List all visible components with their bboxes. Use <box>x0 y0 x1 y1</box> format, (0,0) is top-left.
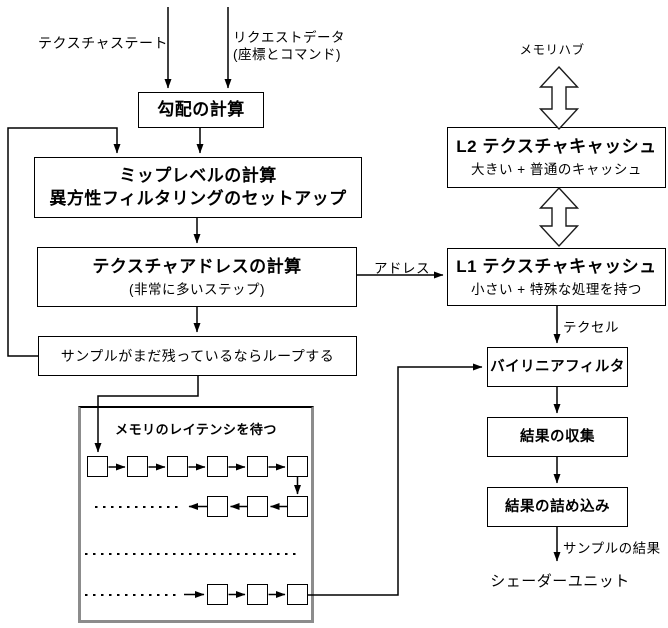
result-collect-box: 結果の収集 <box>487 417 628 457</box>
result-pack-label: 結果の詰め込み <box>505 498 610 515</box>
bilinear-filter-label: バイリニアフィルタ <box>490 358 625 375</box>
l1-texture-cache-box: L1 テクスチャキャッシュ 小さい + 特殊な処理を持つ <box>447 248 666 306</box>
mip-level-label-line2: 異方性フィルタリングのセットアップ <box>49 188 347 208</box>
fifo-square <box>247 456 268 477</box>
fifo-square <box>287 584 308 605</box>
sample-result-edge-label: サンプルの結果 <box>563 541 661 556</box>
l1-cache-subtitle: 小さい + 特殊な処理を持つ <box>471 281 642 297</box>
request-data-label-line2: (座標とコマンド) <box>233 47 341 62</box>
l2-texture-cache-box: L2 テクスチャキャッシュ 大きい + 普通のキャッシュ <box>447 127 666 188</box>
l2-cache-subtitle: 大きい + 普通のキャッシュ <box>471 162 642 178</box>
double-arrow-l2-l1 <box>538 186 580 248</box>
fifo-square <box>287 496 308 517</box>
memory-hub-label: メモリハブ <box>519 43 585 57</box>
gradient-calc-label: 勾配の計算 <box>157 99 245 119</box>
memory-latency-title: メモリのレイテンシを待つ <box>115 422 277 437</box>
memory-latency-box: メモリのレイテンシを待つ <box>78 406 314 623</box>
fifo-square <box>87 456 108 477</box>
fifo-square <box>207 584 228 605</box>
fifo-square <box>287 456 308 477</box>
fifo-dots-row3 <box>85 552 299 556</box>
shader-unit-label: シェーダーユニット <box>490 573 630 590</box>
fifo-square <box>127 456 148 477</box>
sample-loop-box: サンプルがまだ残っているならループする <box>38 336 357 376</box>
fifo-dots-row4 <box>85 593 180 597</box>
edge-fifo-to-bilinear <box>308 363 483 596</box>
result-pack-box: 結果の詰め込み <box>487 487 628 527</box>
mip-level-label-line1: ミップレベルの計算 <box>119 166 277 186</box>
texture-address-box: テクスチャアドレスの計算 (非常に多いステップ) <box>37 247 357 307</box>
request-data-label-line1: リクエストデータ <box>233 30 345 45</box>
texel-edge-label: テクセル <box>563 320 619 335</box>
fifo-square <box>247 496 268 517</box>
texture-address-title: テクスチャアドレスの計算 <box>92 256 302 276</box>
texture-address-subtitle: (非常に多いステップ) <box>129 281 265 297</box>
l1-cache-title: L1 テクスチャキャッシュ <box>456 256 657 276</box>
address-edge-label: アドレス <box>374 261 430 276</box>
fifo-square <box>207 496 228 517</box>
mip-level-box: ミップレベルの計算 異方性フィルタリングのセットアップ <box>34 157 362 218</box>
fifo-square <box>167 456 188 477</box>
fifo-square <box>247 584 268 605</box>
double-arrow-memoryhub-l2 <box>538 65 580 131</box>
result-collect-label: 結果の収集 <box>520 428 595 445</box>
sample-loop-label: サンプルがまだ残っているならループする <box>60 347 335 364</box>
gradient-calc-box: 勾配の計算 <box>138 92 264 128</box>
texture-state-label: テクスチャステート <box>38 35 168 51</box>
l2-cache-title: L2 テクスチャキャッシュ <box>456 137 657 157</box>
fifo-square <box>207 456 228 477</box>
bilinear-filter-box: バイリニアフィルタ <box>487 347 628 387</box>
fifo-dots-row2 <box>95 505 180 509</box>
